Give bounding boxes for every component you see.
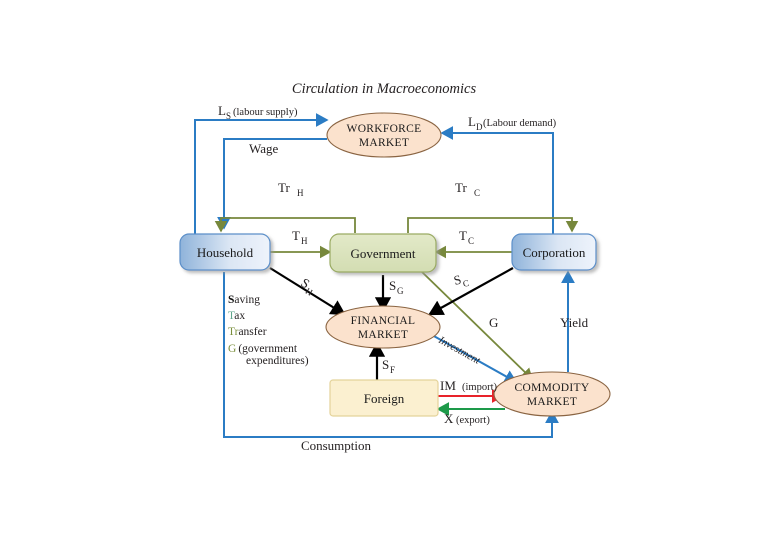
- flow-labour-demand-arrow: [440, 126, 554, 235]
- label-government-expenditure: G: [489, 315, 498, 330]
- labour-supply-symbol: L: [218, 103, 226, 118]
- legend: Saving Tax Transfer G(government expendi…: [228, 294, 309, 367]
- labour-supply-note: (labour supply): [233, 107, 298, 118]
- node-commodity-market[interactable]: COMMODITY MARKET: [493, 371, 611, 417]
- financial-market-line2: MARKET: [358, 329, 408, 341]
- page-title: Circulation in Macroeconomics: [292, 81, 477, 97]
- saving-government-subscript: G: [397, 286, 404, 296]
- legend-saving-rest: aving: [234, 294, 260, 306]
- tax-household-subscript: H: [301, 236, 308, 246]
- labour-supply-subscript: S: [226, 111, 231, 121]
- label-tax-household: T H: [292, 228, 308, 246]
- node-financial-market[interactable]: FINANCIAL MARKET: [325, 305, 441, 349]
- workforce-market-line2: MARKET: [359, 137, 409, 149]
- household-label: Household: [197, 245, 254, 260]
- commodity-market-line2: MARKET: [527, 396, 577, 408]
- label-export: X (export): [444, 411, 490, 426]
- label-consumption: Consumption: [301, 438, 372, 453]
- flow-wage-arrow: [217, 138, 327, 230]
- label-yield: Yield: [560, 315, 589, 330]
- legend-transfer-initial: Tr: [228, 326, 239, 338]
- label-saving-government: S G: [389, 278, 404, 296]
- node-household[interactable]: Household: [179, 233, 271, 271]
- financial-market-line1: FINANCIAL: [351, 315, 416, 327]
- label-saving-foreign: S F: [382, 357, 395, 375]
- label-wage: Wage: [249, 141, 278, 156]
- legend-tax-rest: ax: [234, 310, 245, 322]
- label-import: IM (import): [440, 378, 497, 393]
- foreign-label: Foreign: [364, 391, 405, 406]
- label-transfer-household: Tr H: [278, 180, 304, 198]
- tax-household-symbol: T: [292, 228, 300, 243]
- saving-corporation-symbol: S: [452, 272, 463, 288]
- legend-government-rest: (government: [238, 343, 298, 355]
- saving-corporation-subscript: C: [462, 278, 470, 289]
- government-label: Government: [351, 246, 416, 261]
- label-saving-corporation: S C: [452, 272, 470, 289]
- saving-foreign-subscript: F: [390, 365, 395, 375]
- tax-corporation-subscript: C: [468, 236, 474, 246]
- flow-investment-arrow: [431, 334, 518, 383]
- flow-transfer-household-arrow: [214, 217, 356, 233]
- investment-text: Investment: [436, 335, 483, 368]
- export-note: (export): [456, 415, 490, 426]
- labour-demand-note: (Labour demand): [483, 118, 557, 129]
- import-note: (import): [462, 382, 497, 393]
- transfer-corporation-subscript: C: [474, 188, 480, 198]
- export-symbol: X: [444, 411, 454, 426]
- legend-transfer: Transfer: [228, 326, 267, 338]
- saving-government-symbol: S: [389, 278, 396, 293]
- node-foreign[interactable]: Foreign: [329, 379, 439, 417]
- tax-corporation-symbol: T: [459, 228, 467, 243]
- transfer-household-subscript: H: [297, 188, 304, 198]
- corporation-label: Corporation: [523, 245, 586, 260]
- flow-government-expenditure-arrow: [420, 270, 534, 381]
- workforce-market-line1: WORKFORCE: [347, 123, 422, 135]
- label-tax-corporation: T C: [459, 228, 474, 246]
- node-government[interactable]: Government: [329, 233, 437, 273]
- flow-transfer-corporation-arrow: [407, 217, 579, 233]
- flow-consumption-arrow: [223, 272, 559, 438]
- legend-saving-initial: S: [228, 294, 234, 306]
- legend-tax: Tax: [228, 310, 245, 322]
- labour-demand-subscript: D: [476, 122, 483, 132]
- flow-saving-household-arrow: [269, 267, 346, 316]
- labour-demand-symbol: L: [468, 114, 476, 129]
- legend-government-initial: G: [228, 343, 236, 355]
- saving-household-subscript: H: [304, 286, 315, 298]
- legend-government: G(government: [228, 343, 298, 355]
- label-labour-supply: L S (labour supply): [218, 103, 298, 121]
- transfer-corporation-symbol: Tr: [455, 180, 467, 195]
- import-symbol: IM: [440, 378, 456, 393]
- label-transfer-corporation: Tr C: [455, 180, 480, 198]
- legend-saving: Saving: [228, 294, 260, 306]
- flow-labour-supply-arrow: [194, 113, 329, 252]
- label-saving-household: S H: [298, 275, 315, 298]
- node-corporation[interactable]: Corporation: [511, 233, 597, 271]
- transfer-household-symbol: Tr: [278, 180, 290, 195]
- legend-transfer-rest: ansfer: [238, 326, 266, 338]
- commodity-market-line1: COMMODITY: [515, 382, 590, 394]
- saving-foreign-symbol: S: [382, 357, 389, 372]
- legend-government-rest2: expenditures): [246, 355, 309, 367]
- flow-saving-corporation-arrow: [428, 267, 514, 316]
- label-investment: Investment: [436, 335, 483, 368]
- legend-tax-initial: T: [228, 310, 235, 322]
- label-labour-demand: L D (Labour demand): [468, 114, 557, 132]
- node-workforce-market[interactable]: WORKFORCE MARKET: [326, 112, 442, 158]
